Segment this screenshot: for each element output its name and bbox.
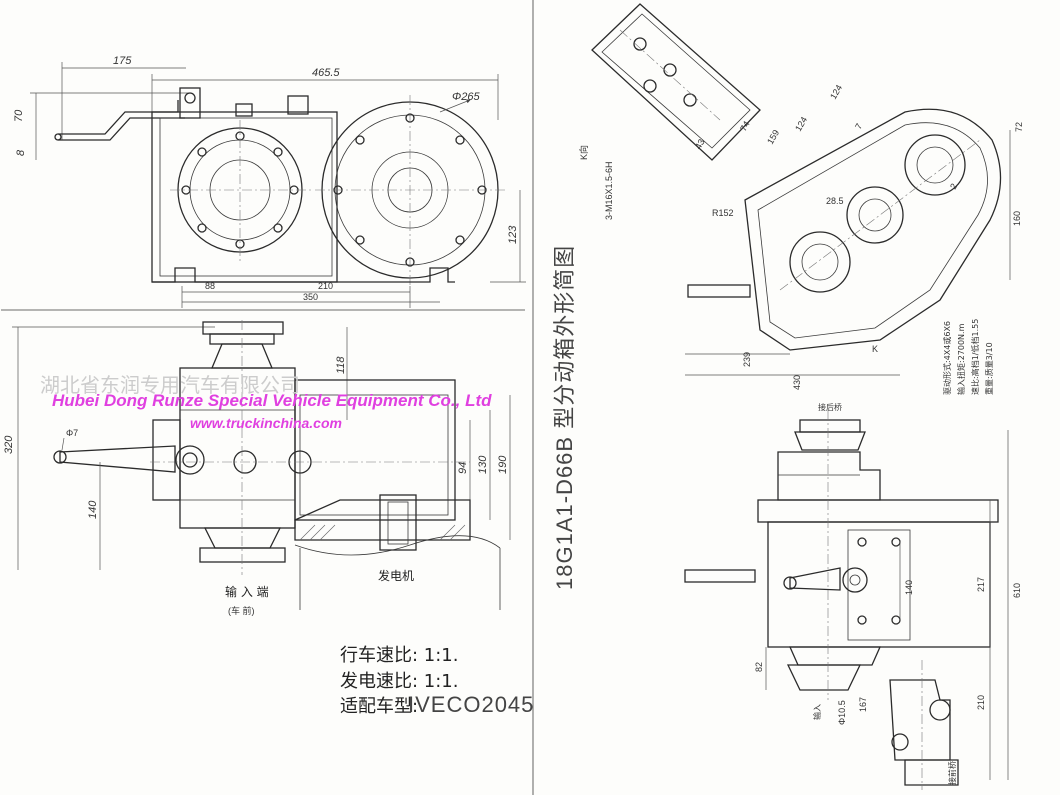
- dim-phi10-5: Φ10.5: [837, 700, 847, 725]
- dim-210: 210: [318, 281, 333, 291]
- note-drive-ratio: 行车速比: 1:1.: [340, 645, 458, 666]
- label-input: 输入: [812, 704, 822, 720]
- dim-610: 610: [1012, 583, 1022, 598]
- right-bottom-view: 接后桥 140 输入 接前桥 217 610: [684, 402, 1022, 790]
- label-generator: 发电机: [378, 568, 414, 583]
- label-vehicle-front: (车 前): [228, 605, 255, 616]
- dim-phi265: Φ265: [452, 91, 480, 103]
- watermark-chinese: 湖北省东润专用汽车有限公司: [40, 373, 300, 397]
- dim-82: 82: [754, 662, 764, 672]
- watermark: 湖北省东润专用汽车有限公司 Hubei Dong Runze Special V…: [40, 373, 492, 431]
- spec-2: 输入扭矩:2700N.m: [956, 323, 966, 395]
- dim-94: 94: [457, 462, 469, 474]
- dim-350: 350: [303, 292, 318, 302]
- note-vehicle: 适配车型:: [340, 696, 418, 717]
- dim-190: 190: [497, 455, 509, 474]
- dim-7: 7: [853, 122, 864, 131]
- label-input-end: 输 入 端: [225, 584, 269, 599]
- dim-124b: 124: [828, 83, 844, 101]
- dim-430: 430: [792, 375, 802, 390]
- side-view: 320 118 Φ7 140 94 130 190: [3, 320, 511, 616]
- dim-167: 167: [858, 697, 868, 712]
- dim-phi7: Φ7: [66, 428, 78, 438]
- dim-118: 118: [335, 356, 347, 374]
- dim-140-right: 140: [904, 580, 914, 595]
- dim-130: 130: [477, 455, 489, 474]
- dim-2: 2: [948, 182, 959, 191]
- note-vehicle-model: IVECO2045: [408, 692, 534, 717]
- dim-thread: 3-M16X1.5-6H: [604, 161, 614, 220]
- dim-28-5: 28.5: [826, 196, 844, 206]
- dim-320: 320: [3, 435, 15, 454]
- label-k-view: K向: [578, 145, 589, 160]
- top-left-view: 175 465.5 70 8: [13, 55, 526, 308]
- dim-70: 70: [13, 109, 25, 122]
- spec-4: 重量:质量3/10: [984, 342, 994, 395]
- label-rear-axle: 接后桥: [818, 402, 842, 412]
- dim-74: 74: [738, 119, 752, 133]
- dim-124a: 124: [793, 115, 809, 133]
- dim-r152: R152: [712, 208, 734, 218]
- dim-123: 123: [507, 225, 519, 244]
- label-front-axle: 接前桥: [947, 761, 957, 785]
- dim-140: 140: [87, 500, 99, 519]
- dim-8: 8: [15, 149, 27, 156]
- label-k: K: [872, 344, 878, 354]
- dim-175: 175: [113, 55, 132, 67]
- dim-239: 239: [742, 352, 752, 367]
- dim-160: 160: [1012, 211, 1022, 226]
- dim-88: 88: [205, 281, 215, 291]
- dim-72: 72: [1014, 122, 1024, 132]
- dim-43: 43: [693, 137, 707, 151]
- watermark-website: www.truckinchina.com: [190, 415, 342, 431]
- watermark-company: Hubei Dong Runze Special Vehicle Equipme…: [52, 391, 492, 410]
- right-top-view: K向 3-M16X1.5-6H 43 74 R152 28.5 124 124 …: [578, 3, 1024, 395]
- dim-210-right: 210: [976, 695, 986, 710]
- spec-1: 驱动形式:4X4或6X6: [942, 321, 952, 395]
- dim-465-5: 465.5: [312, 67, 340, 79]
- ratio-notes: 行车速比: 1:1. 发电速比: 1:1. 适配车型: IVECO2045: [340, 645, 534, 717]
- dim-217: 217: [976, 577, 986, 592]
- dim-159: 159: [765, 128, 781, 146]
- spec-3: 速比:高档1/低档1.55: [970, 319, 980, 395]
- note-gen-ratio: 发电速比: 1:1.: [340, 671, 458, 692]
- drawing-title: 18G1A1-D66B 型分动箱外形简图: [552, 245, 577, 590]
